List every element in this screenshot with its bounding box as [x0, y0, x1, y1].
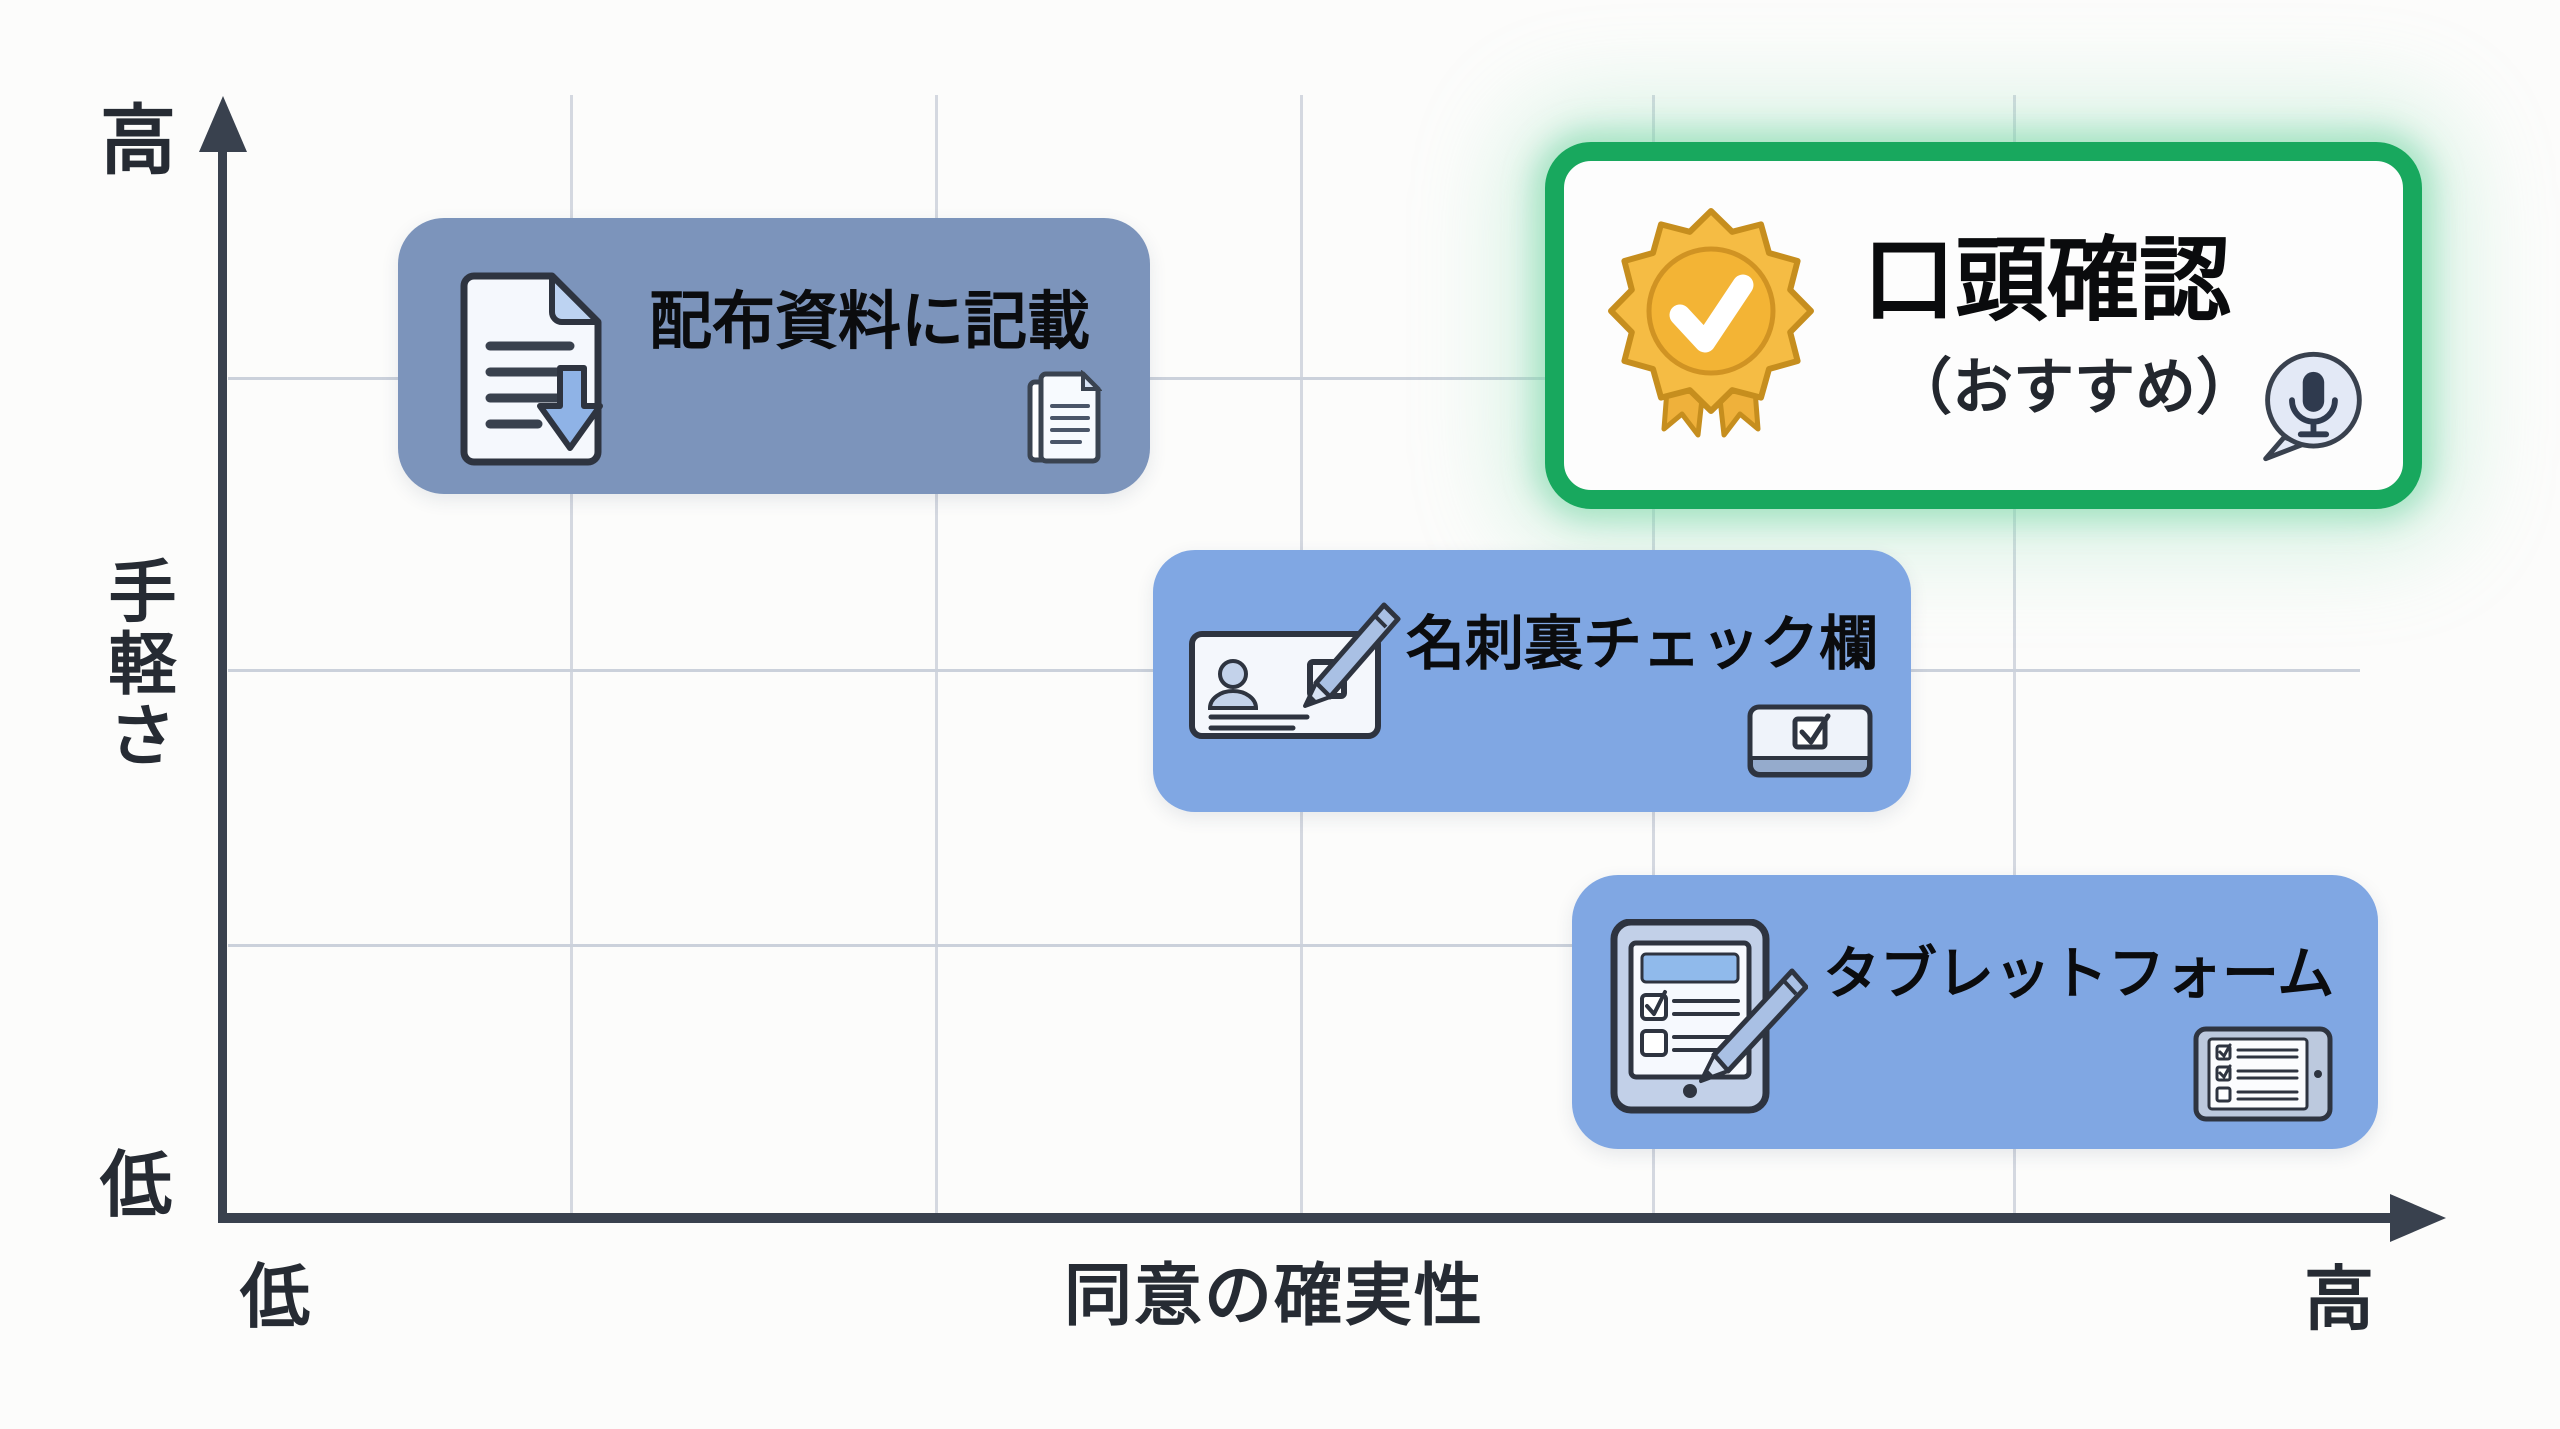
y-axis [218, 142, 227, 1222]
document-download-icon [460, 272, 603, 466]
y-axis-arrowhead [199, 96, 247, 152]
checkbox-card-icon [1747, 704, 1873, 778]
tablet-form-pen-icon [1610, 919, 1808, 1114]
business-card-pen-icon [1189, 602, 1401, 739]
x-axis-arrowhead [2390, 1194, 2446, 1242]
award-badge-icon [1608, 208, 1814, 438]
item-sublabel: （おすすめ） [1891, 353, 2258, 421]
pages-icon [1027, 370, 1102, 464]
gridline-horizontal [228, 944, 2360, 947]
x-axis-high-label: 高 [2304, 1260, 2374, 1338]
gridline-vertical [2013, 95, 2016, 1214]
item-label: 口頭確認 [1863, 230, 2232, 332]
tablet-checklist-icon [2193, 1026, 2333, 1122]
gridline-vertical [570, 95, 573, 1214]
x-axis-title: 同意の確実性 [1064, 1258, 1485, 1334]
speech-bubble-mic-icon [2263, 351, 2362, 462]
item-tablet-form-box: タブレットフォーム [1572, 875, 2378, 1149]
item-label: 配布資料に記載 [649, 287, 1090, 357]
gridline-vertical [935, 95, 938, 1214]
item-label: タブレットフォーム [1823, 942, 2335, 1006]
y-axis-title: 手軽さ [98, 556, 174, 772]
item-handout-box: 配布資料に記載 [398, 218, 1150, 494]
x-axis [218, 1213, 2398, 1223]
y-axis-high-label: 高 [100, 99, 176, 184]
gridline-horizontal [228, 377, 2360, 380]
item-business-card-checkbox-box: 名刺裏チェック欄 [1153, 550, 1911, 812]
item-label: 名刺裏チェック欄 [1406, 611, 1879, 677]
item-verbal-confirmation-box-recommended: 口頭確認 （おすすめ） [1545, 142, 2422, 509]
y-axis-low-label: 低 [100, 1146, 173, 1226]
x-axis-low-label: 低 [240, 1258, 310, 1336]
